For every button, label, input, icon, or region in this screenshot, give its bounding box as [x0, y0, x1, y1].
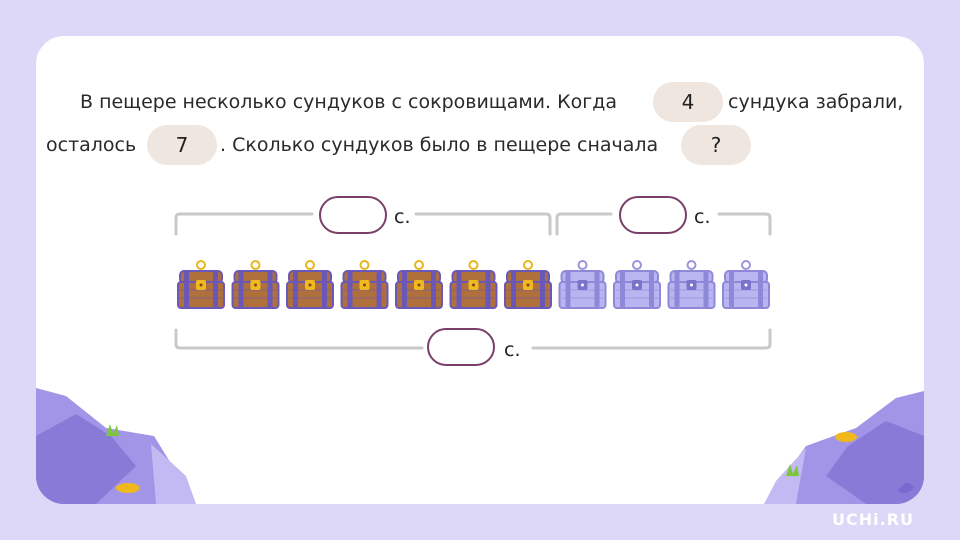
- taken-chest-icon: [613, 260, 661, 309]
- decoration-layer: [36, 388, 924, 504]
- answer-slot-taken[interactable]: [619, 196, 687, 234]
- treasure-chest-icon: [340, 260, 389, 309]
- problem-text-line2-start: осталось: [46, 134, 137, 156]
- treasure-chest-icon: [231, 260, 280, 309]
- treasure-chest-icon: [286, 260, 334, 309]
- question-field[interactable]: ?: [681, 125, 751, 165]
- rock-right-icon: [764, 391, 924, 504]
- taken-chest-icon: [722, 260, 770, 309]
- taken-count-field[interactable]: 4: [653, 82, 723, 122]
- unit-label: с.: [504, 339, 521, 361]
- chest-row: [177, 260, 770, 309]
- bottom-bracket: [174, 328, 424, 350]
- treasure-chest-icon: [395, 260, 443, 309]
- treasure-chest-icon: [177, 260, 225, 309]
- taken-chest-icon: [558, 260, 607, 309]
- unit-label: с.: [694, 206, 711, 228]
- treasure-chest-icon: [449, 260, 498, 309]
- rock-left-icon: [36, 388, 196, 504]
- problem-text-line1-end: сундука забрали,: [728, 91, 904, 113]
- remaining-count-field[interactable]: 7: [147, 125, 217, 165]
- top-left-bracket: [174, 212, 314, 236]
- problem-text-line2-end: . Сколько сундуков было в пещере сначала: [220, 134, 659, 156]
- taken-chest-icon: [667, 260, 716, 309]
- unit-label: с.: [394, 206, 411, 228]
- brand-logo: UCHi.RU: [832, 510, 914, 529]
- task-card: В пещере несколько сундуков с сокровищам…: [36, 36, 924, 504]
- treasure-chest-icon: [504, 260, 552, 309]
- problem-text-line1-start: В пещере несколько сундуков с сокровищам…: [80, 91, 617, 113]
- diagram-brackets: [174, 212, 772, 350]
- answer-slot-remaining[interactable]: [319, 196, 387, 234]
- top-right-bracket: [555, 212, 613, 236]
- answer-slot-total[interactable]: [427, 328, 495, 366]
